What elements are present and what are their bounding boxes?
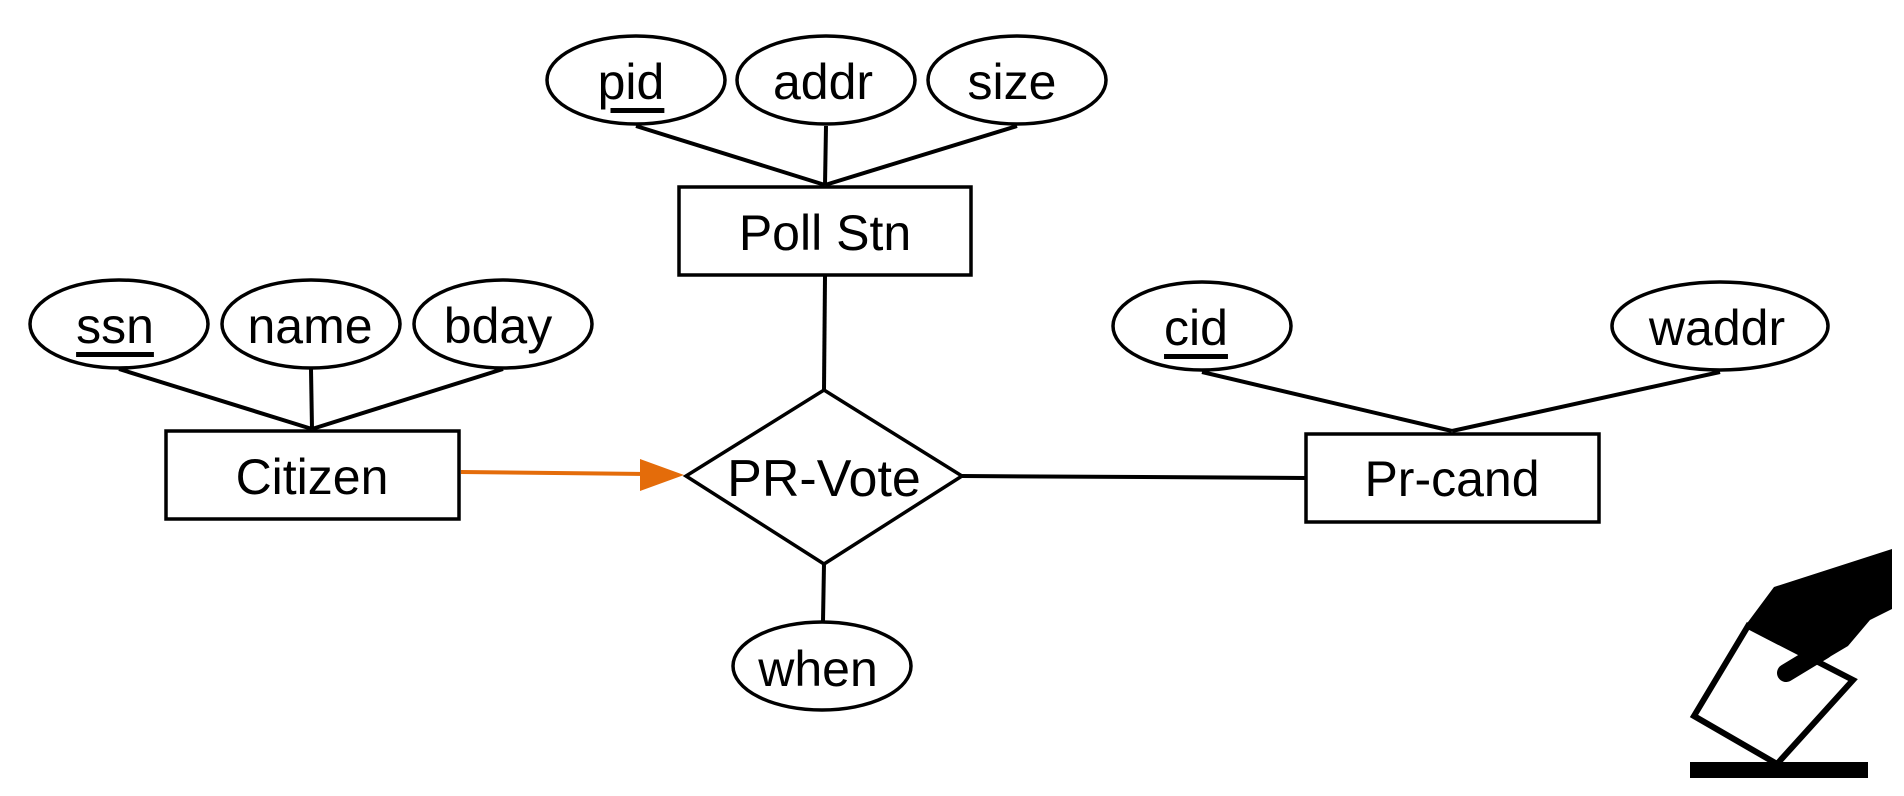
entity-box [1304,432,1601,524]
relationship-label: PR-Vote [727,450,921,508]
edge-ssn-citizen [118,367,313,431]
entity-label: Pr-cand [1364,451,1539,507]
edge-size-pollstn [824,124,1018,187]
attribute-oval [735,34,917,126]
edge-pollstn-prvote [822,275,827,391]
attribute-label: waddr [1648,300,1785,356]
edge-pid-pollstn [635,124,826,187]
relationship-pr-vote: PR-Vote when [682,387,966,712]
ballot-box-voting-icon [1689,549,1892,778]
key-attribute-label: cid [1164,300,1228,356]
edge-addr-pollstn [823,125,828,186]
edge-waddr-prcand [1451,370,1721,433]
connector-lines [118,124,1721,622]
attribute-oval [1610,280,1830,372]
attribute-oval [28,278,210,370]
attribute-oval [926,34,1108,126]
entity-label: Citizen [236,449,389,505]
edge-name-citizen [309,368,314,430]
attribute-oval [220,278,402,370]
attribute-label: size [968,54,1057,110]
key-attribute-label: pid [598,54,665,110]
key-attribute-label: ssn [76,298,154,354]
relationship-diamond [682,387,966,567]
entity-pr-cand: Pr-cand cid waddr [1111,280,1830,524]
entity-label: Poll Stn [739,205,911,261]
edge-cid-prcand [1201,370,1453,433]
edge-bday-citizen [311,367,504,431]
attribute-label: name [247,298,372,354]
edge-prvote-when [821,563,826,622]
attribute-oval [1111,280,1293,372]
attribute-oval [412,278,594,370]
attribute-oval [731,620,913,712]
attribute-oval [545,34,727,126]
edge-prvote-prcand [961,474,1307,480]
attribute-label: addr [773,54,873,110]
entity-box [677,185,973,277]
entity-box [164,429,461,521]
entity-poll-stn: Poll Stn pid addr size [545,34,1108,277]
entity-citizen: Citizen ssn name bday [28,278,594,521]
attribute-label: when [757,641,878,697]
arrow-head [640,459,684,491]
arrow-citizen-prvote [460,470,649,476]
attribute-label: bday [444,298,552,354]
